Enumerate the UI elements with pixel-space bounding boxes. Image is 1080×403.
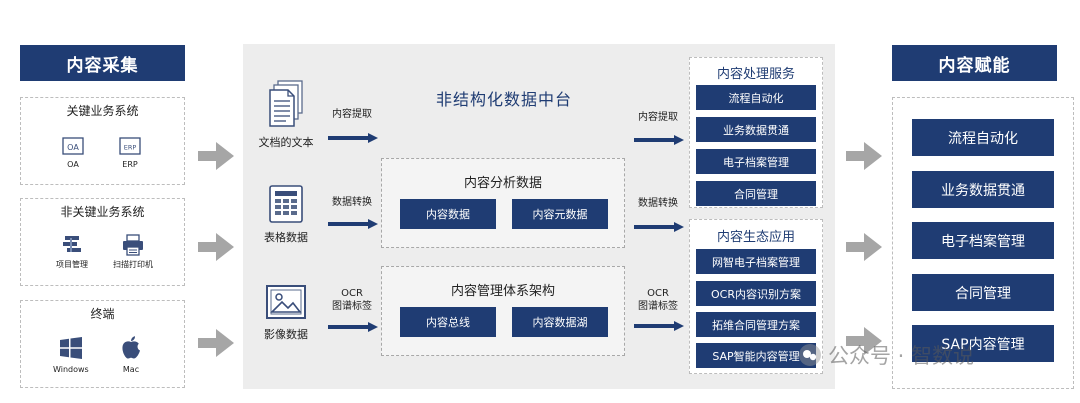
project-management-icon	[60, 235, 84, 255]
svc-contract-management-button[interactable]: 合同管理	[696, 181, 816, 206]
arrow-right-icon	[634, 222, 684, 232]
right-e-archive-button[interactable]: 电子档案管理	[912, 222, 1054, 259]
eco-contract-solution-button[interactable]: 拓维合同管理方案	[696, 312, 816, 337]
right-process-automation-button[interactable]: 流程自动化	[912, 119, 1054, 156]
content-ecosystem-apps-title: 内容生态应用	[716, 230, 795, 245]
watermark: 公众号 · 智数说	[798, 340, 974, 370]
flow-in-label-2: 数据转换	[332, 197, 372, 208]
content-processing-services-box: 内容处理服务 流程自动化 业务数据贯通 电子档案管理 合同管理	[689, 57, 823, 208]
project-management-label: 项目管理	[56, 260, 88, 269]
document-icon	[269, 80, 303, 127]
erp-icon: ERP	[118, 136, 142, 156]
right-business-data-button[interactable]: 业务数据贯通	[912, 171, 1054, 208]
content-management-architecture-box: 内容管理体系架构 内容总线 内容数据湖	[381, 266, 625, 356]
group-title: 关键业务系统	[66, 104, 139, 118]
wechat-icon	[799, 344, 821, 366]
group-title: 非关键业务系统	[60, 205, 145, 219]
document-text-source[interactable]: 文档的文本	[246, 80, 326, 150]
content-management-architecture-title: 内容管理体系架构	[450, 284, 555, 299]
windows-terminal[interactable]: Windows	[53, 335, 89, 374]
project-management-system[interactable]: 项目管理	[56, 235, 88, 270]
svg-text:OA: OA	[67, 143, 79, 152]
arrow-right-icon	[846, 142, 882, 170]
content-analysis-title: 内容分析数据	[463, 176, 542, 191]
document-text-label: 文档的文本	[258, 136, 314, 149]
flow-out-label-2: 数据转换	[638, 198, 678, 209]
content-empowerment-header: 内容赋能	[892, 45, 1057, 81]
content-analysis-data-box: 内容分析数据 内容数据 内容元数据	[381, 158, 625, 248]
key-business-systems-group: 关键业务系统 OA OA ERP ERP	[20, 97, 185, 185]
table-icon	[269, 185, 303, 223]
right-sap-content-button[interactable]: SAP内容管理	[912, 325, 1054, 362]
svc-process-automation-button[interactable]: 流程自动化	[696, 85, 816, 110]
oa-icon: OA	[61, 136, 85, 156]
flow-out-label-1: 内容提取	[638, 112, 678, 123]
table-data-source[interactable]: 表格数据	[246, 185, 326, 245]
non-key-business-systems-group: 非关键业务系统 项目管理 扫描打印机	[20, 198, 185, 286]
watermark-text: 公众号 · 智数说	[828, 344, 975, 368]
svc-e-archive-button[interactable]: 电子档案管理	[696, 149, 816, 174]
svc-business-data-button[interactable]: 业务数据贯通	[696, 117, 816, 142]
content-bus-button[interactable]: 内容总线	[400, 307, 496, 337]
scanner-printer-label: 扫描打印机	[113, 260, 153, 269]
apple-icon	[119, 335, 143, 361]
right-contract-management-button[interactable]: 合同管理	[912, 274, 1054, 311]
oa-label: OA	[67, 160, 79, 169]
terminal-group: 终端 Windows Mac	[20, 300, 185, 388]
group-title: 终端	[90, 307, 115, 321]
mac-terminal[interactable]: Mac	[119, 335, 143, 374]
erp-label: ERP	[122, 160, 138, 169]
arrow-right-icon	[328, 219, 378, 229]
arrow-right-icon	[846, 233, 882, 261]
arrow-right-icon	[198, 142, 234, 170]
eco-e-archive-button[interactable]: 网智电子档案管理	[696, 249, 816, 274]
image-icon	[266, 285, 306, 319]
arrow-right-icon	[198, 329, 234, 357]
eco-ocr-solution-button[interactable]: OCR内容识别方案	[696, 281, 816, 306]
content-collection-header: 内容采集	[20, 45, 185, 81]
image-data-label: 影像数据	[264, 328, 308, 341]
arrow-right-icon	[634, 135, 684, 145]
flow-in-label-1: 内容提取	[332, 109, 372, 120]
arrow-right-icon	[198, 233, 234, 261]
table-data-label: 表格数据	[264, 231, 308, 244]
mac-label: Mac	[122, 365, 140, 374]
svg-text:ERP: ERP	[124, 144, 137, 152]
image-data-source[interactable]: 影像数据	[246, 284, 326, 342]
arrow-right-icon	[846, 327, 882, 355]
content-data-lake-button[interactable]: 内容数据湖	[512, 307, 608, 337]
oa-system[interactable]: OA OA	[61, 136, 85, 169]
arrow-right-icon	[634, 321, 684, 331]
printer-icon	[121, 234, 145, 256]
arrow-right-icon	[328, 133, 378, 143]
erp-system[interactable]: ERP ERP	[118, 136, 142, 169]
windows-icon	[59, 335, 83, 361]
scanner-printer-system[interactable]: 扫描打印机	[113, 234, 153, 270]
content-metadata-button[interactable]: 内容元数据	[512, 199, 608, 229]
content-processing-services-title: 内容处理服务	[716, 67, 795, 82]
eco-sap-content-button[interactable]: SAP智能内容管理	[696, 343, 816, 368]
content-ecosystem-apps-box: 内容生态应用 网智电子档案管理 OCR内容识别方案 拓维合同管理方案 SAP智能…	[689, 219, 823, 374]
content-data-button[interactable]: 内容数据	[400, 199, 496, 229]
arrow-right-icon	[328, 322, 378, 332]
platform-title: 非结构化数据中台	[435, 90, 572, 109]
windows-label: Windows	[53, 365, 89, 374]
